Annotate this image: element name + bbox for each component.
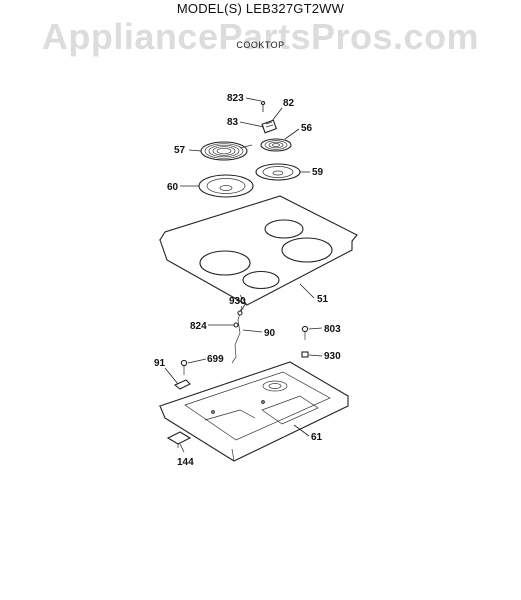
wire-harness-90 xyxy=(231,305,243,364)
surface-element-57 xyxy=(200,141,253,161)
model-title: MODEL(S) LEB327GT2WW xyxy=(176,1,345,16)
part-label-59: 59 xyxy=(312,167,324,178)
part-label-930-right: 930 xyxy=(324,351,341,362)
leader-lines xyxy=(164,97,323,453)
part-label-699: 699 xyxy=(207,354,224,365)
part-label-82: 82 xyxy=(283,98,295,109)
part-label-57: 57 xyxy=(174,145,186,156)
drip-pan-59 xyxy=(255,163,301,181)
terminal-block-83 xyxy=(261,119,278,134)
burner-box-61 xyxy=(158,361,350,462)
drip-pan-60 xyxy=(198,174,254,198)
part-label-930: 930 xyxy=(229,296,246,307)
part-label-90: 90 xyxy=(264,328,276,339)
bracket-144 xyxy=(166,431,192,448)
part-label-824: 824 xyxy=(190,321,207,332)
screw-823 xyxy=(260,100,266,112)
cooktop-51 xyxy=(158,195,358,306)
part-label-91: 91 xyxy=(154,358,166,369)
part-label-83: 83 xyxy=(227,117,239,128)
part-label-51: 51 xyxy=(317,294,329,305)
part-label-61: 61 xyxy=(311,432,323,443)
part-label-60: 60 xyxy=(167,182,179,193)
watermark-logo: AppliancePartsPros.com xyxy=(41,16,480,57)
bracket-91 xyxy=(173,379,191,390)
surface-element-56 xyxy=(260,138,292,152)
screw-803 xyxy=(301,325,309,340)
clip-930b xyxy=(301,351,309,358)
part-label-823: 823 xyxy=(227,93,244,104)
part-label-144: 144 xyxy=(177,457,194,468)
part-label-56: 56 xyxy=(301,123,313,134)
section-title: COOKTOP xyxy=(236,40,285,50)
screw-699 xyxy=(180,359,188,375)
part-label-803: 803 xyxy=(324,324,341,335)
